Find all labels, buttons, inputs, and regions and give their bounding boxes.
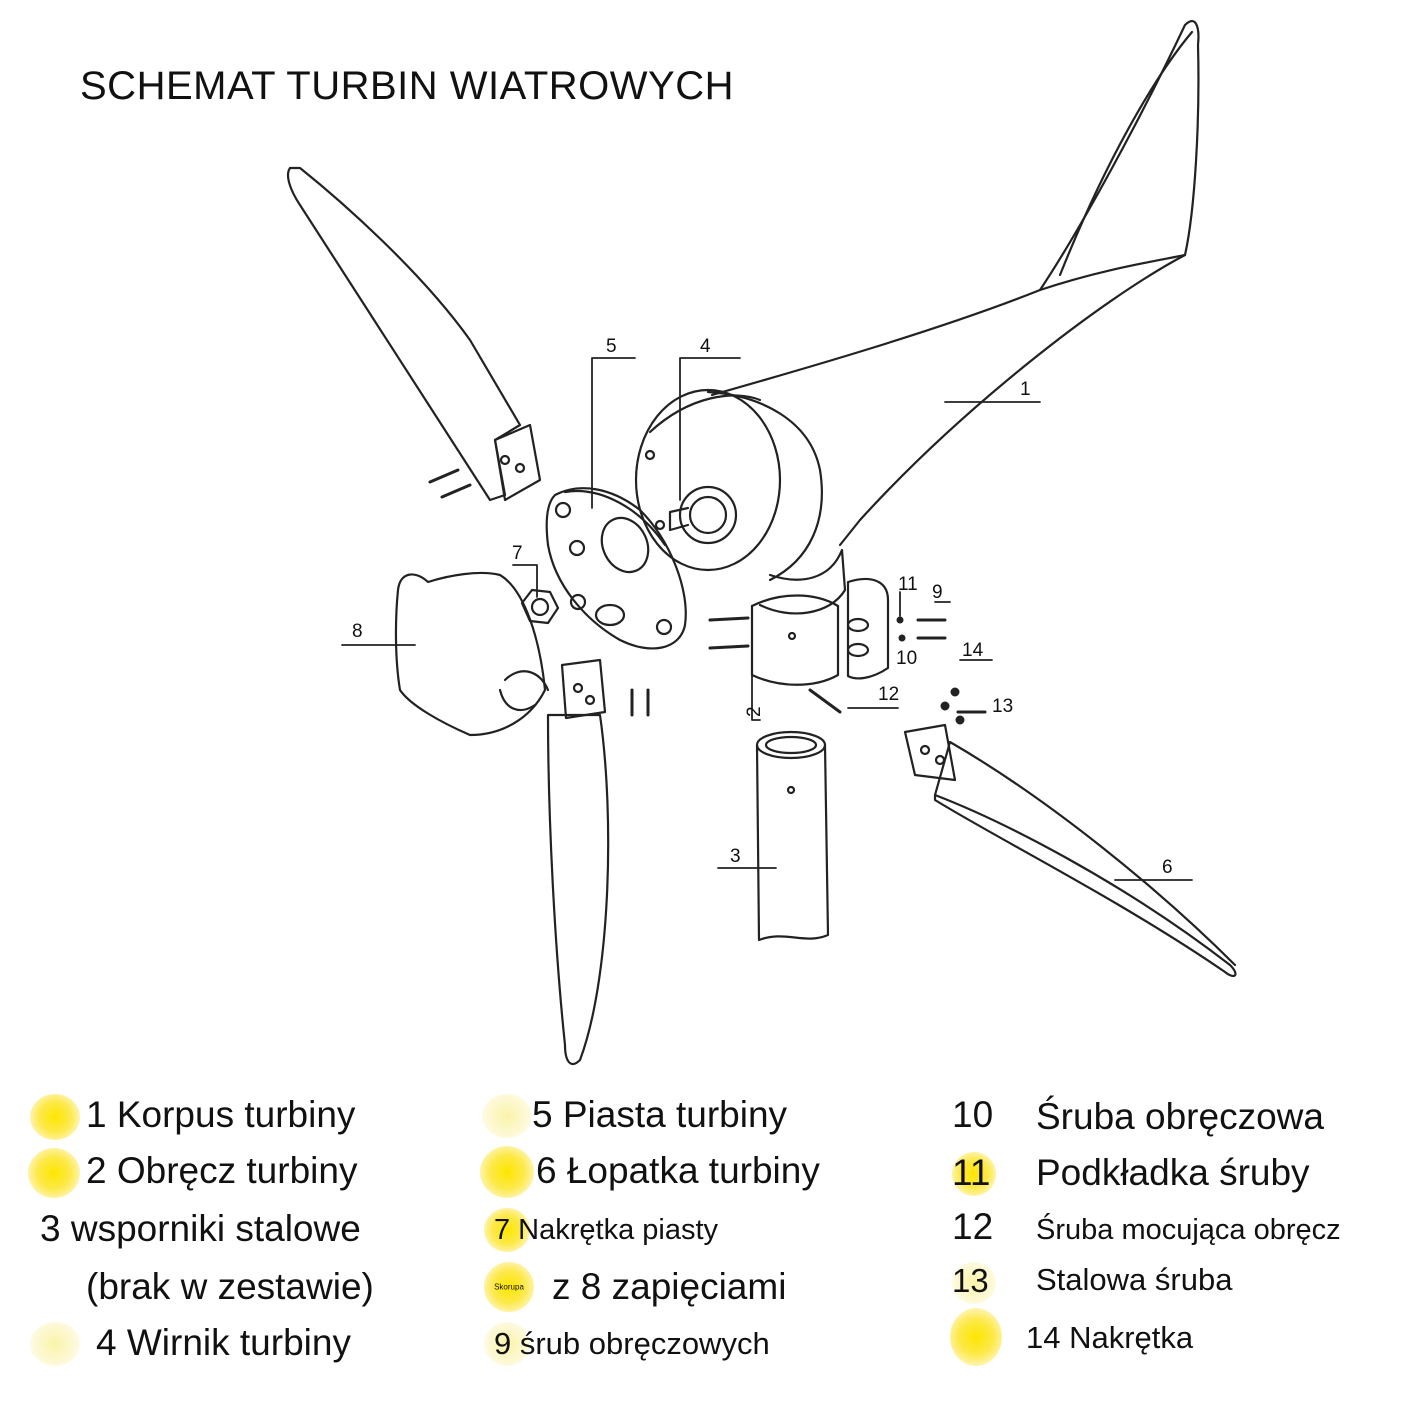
hub-nut-part [520, 588, 560, 625]
legend-badge-text: Skorupa [494, 1282, 524, 1292]
legend-item-12: Śruba mocująca obręcz [1036, 1214, 1341, 1246]
turbine-collar-part [750, 577, 890, 686]
legend-item-5: 5 Piasta turbiny [532, 1094, 788, 1135]
blade-right [903, 723, 1237, 978]
legend-item-11: Podkładka śruby [1036, 1152, 1310, 1193]
callout-10: 10 [896, 648, 917, 669]
legend-item-7: 7 Nakrętka piasty [494, 1214, 719, 1246]
callout-7: 7 [512, 543, 523, 564]
callout-5: 5 [606, 336, 617, 357]
legend-dot-11 [952, 1152, 996, 1196]
legend-item-9: 9 śrub obręczowych [494, 1326, 770, 1361]
steel-mast-part [755, 730, 830, 942]
hub-plate-part [545, 487, 687, 650]
blade-upper-left [286, 166, 542, 502]
legend-num-11: 11 [952, 1152, 991, 1193]
callout-1: 1 [1020, 379, 1031, 400]
callout-8: 8 [352, 621, 363, 642]
callout-2: 2 [744, 706, 765, 717]
legend-dot-6 [480, 1146, 534, 1198]
legend-item-6: 6 Łopatka turbiny [536, 1150, 820, 1191]
callout-14: 14 [962, 640, 984, 661]
legend-dot-9 [484, 1322, 530, 1366]
legend-dot-5 [482, 1094, 532, 1138]
legend-dot-7 [484, 1208, 530, 1252]
legend-dot-13 [952, 1262, 996, 1304]
legend-dot-2 [28, 1148, 80, 1198]
callout-13: 13 [992, 696, 1013, 717]
legend-dot-14 [950, 1308, 1002, 1366]
callout-9: 9 [932, 582, 943, 603]
legend-dot-1 [30, 1094, 80, 1140]
legend-dot-4 [30, 1322, 80, 1366]
fasteners [428, 468, 987, 725]
legend-item-4: 4 Wirnik turbiny [96, 1322, 351, 1363]
callout-11: 11 [898, 574, 918, 595]
legend-item-1: 1 Korpus turbiny [86, 1094, 356, 1135]
legend-item-14: 14 Nakrętka [1026, 1320, 1194, 1355]
legend-num-10: 10 [952, 1094, 994, 1135]
legend-item-13: Stalowa śruba [1036, 1262, 1233, 1297]
legend-item-3-note: (brak w zestawie) [86, 1266, 374, 1307]
diagram-title: SCHEMAT TURBIN WIATROWYCH [80, 64, 734, 108]
blade-bottom [546, 658, 610, 1066]
legend-item-3: 3 wsporniki stalowe [40, 1208, 361, 1249]
legend-num-13: 13 [952, 1262, 989, 1299]
callout-6: 6 [1162, 857, 1173, 878]
turbine-body-part [634, 20, 1200, 615]
exploded-turbine-diagram: 1 2 3 4 5 6 7 8 9 10 11 12 13 14 [286, 20, 1237, 1066]
leader-lines [341, 357, 1193, 881]
legend-item-8: z 8 zapięciami [552, 1266, 787, 1307]
legend-num-12: 12 [952, 1206, 994, 1247]
legend-item-2: 2 Obręcz turbiny [86, 1150, 358, 1191]
legend-badge: Skorupa [484, 1262, 534, 1312]
callout-4: 4 [700, 336, 711, 357]
callout-12: 12 [878, 684, 899, 705]
nose-cone-part [394, 571, 550, 737]
callout-3: 3 [730, 846, 741, 867]
legend-item-10: Śruba obręczowa [1036, 1096, 1324, 1137]
